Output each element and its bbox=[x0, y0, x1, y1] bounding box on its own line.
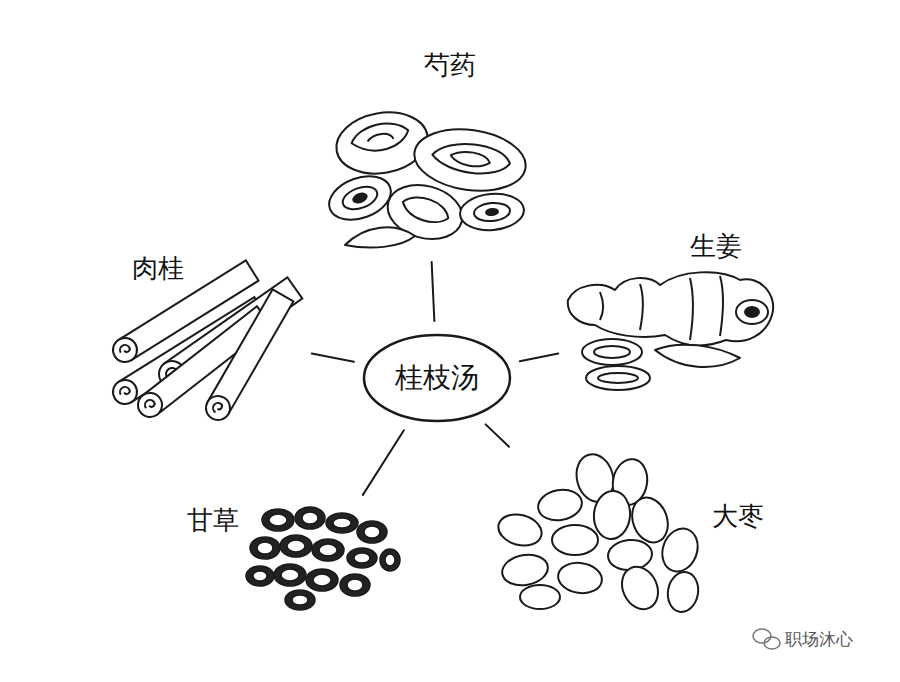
connector-line bbox=[432, 262, 435, 321]
ellipse-shape bbox=[364, 335, 510, 421]
wechat-icon bbox=[753, 629, 780, 649]
peony-slices bbox=[323, 105, 530, 247]
connector-line bbox=[363, 430, 404, 495]
connector-line bbox=[520, 354, 558, 362]
connector-line bbox=[312, 353, 354, 361]
herb-node: 生姜 bbox=[570, 265, 780, 395]
cinnamon-sticks bbox=[108, 260, 302, 424]
formula-ellipse: 桂枝汤 bbox=[362, 333, 512, 423]
herb-label: 生姜 bbox=[690, 229, 742, 264]
herb-label: 芍药 bbox=[424, 48, 476, 83]
herb-label: 甘草 bbox=[187, 503, 239, 538]
formula-name: 桂枝汤 bbox=[395, 359, 479, 397]
jujube-pile bbox=[495, 450, 704, 615]
herb-label: 大枣 bbox=[712, 499, 764, 534]
herb-node: 芍药 bbox=[325, 95, 530, 250]
connector-line bbox=[486, 424, 509, 446]
herb-node: 肉桂 bbox=[110, 245, 300, 420]
herb-node: 大枣 bbox=[495, 455, 705, 612]
herb-node: 甘草 bbox=[245, 505, 400, 612]
licorice-slices bbox=[246, 507, 400, 610]
herb-label: 肉桂 bbox=[132, 251, 184, 286]
ginger-root bbox=[568, 272, 773, 390]
watermark: 职场沐心 bbox=[785, 628, 853, 651]
